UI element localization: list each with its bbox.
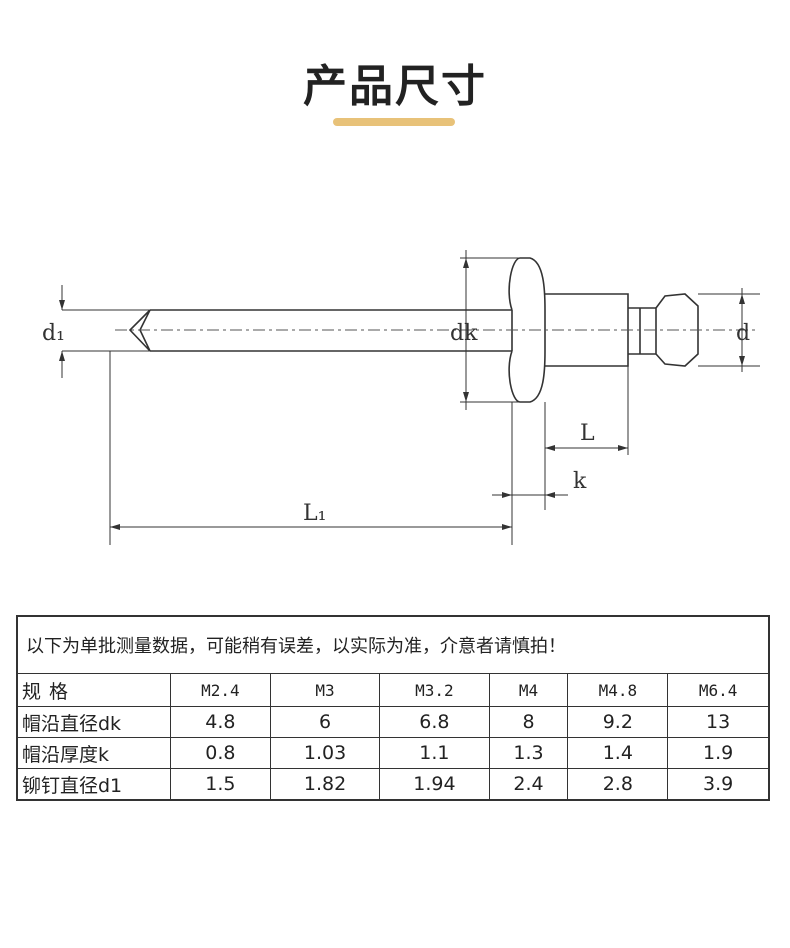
value-cell: 1.1 [379,737,490,769]
value-cell: 1.9 [667,737,770,769]
title-underline [333,118,455,126]
value-cell: 6.8 [379,706,490,738]
value-cell: 1.5 [170,768,271,801]
row-label: 帽沿直径dk [16,706,171,738]
value-cell: 8 [488,706,569,738]
table-row: 铆钉直径d1 1.5 1.82 1.94 2.4 2.8 3.9 [16,768,770,801]
value-cell: 13 [667,706,770,738]
value-cell: 3.9 [667,768,770,801]
table-row: 帽沿厚度k 0.8 1.03 1.1 1.3 1.4 1.9 [16,737,770,769]
size-cell: M2.4 [170,673,271,707]
row-label: 帽沿厚度k [16,737,171,769]
value-cell: 2.8 [567,768,669,801]
value-cell: 0.8 [170,737,271,769]
value-cell: 1.94 [379,768,490,801]
value-cell: 1.03 [269,737,381,769]
value-cell: 1.4 [567,737,669,769]
table-note: 以下为单批测量数据，可能稍有误差，以实际为准，介意者请慎拍！ [16,615,770,674]
size-cell: M3.2 [379,673,490,707]
header-label: 规格 [16,673,171,707]
mandrel-shaft [150,309,512,352]
value-cell: 9.2 [567,706,669,738]
size-cell: M6.4 [667,673,770,707]
label-dk: dk [450,321,478,346]
row-label: 铆钉直径d1 [16,768,171,801]
value-cell: 1.3 [488,737,569,769]
page-title: 产品尺寸 [303,61,487,112]
mandrel-knob [655,293,699,367]
spec-table: 以下为单批测量数据，可能稍有误差，以实际为准，介意者请慎拍！ 规格 M2.4 M… [16,615,770,801]
size-cell: M4 [488,673,569,707]
label-d: d [736,321,750,346]
label-d1: d₁ [42,321,65,346]
table-row: 帽沿直径dk 4.8 6 6.8 8 9.2 13 [16,706,770,738]
value-cell: 2.4 [488,768,569,801]
label-k: k [573,469,587,494]
size-cell: M3 [269,673,381,707]
rivet-dimension-diagram: d₁ dk d L k L₁ [42,250,760,545]
value-cell: 1.82 [269,768,381,801]
value-cell: 4.8 [170,706,271,738]
note-row: 以下为单批测量数据，可能稍有误差，以实际为准，介意者请慎拍！ [16,615,770,674]
label-L1: L₁ [303,501,326,526]
label-L: L [580,421,595,446]
table-header-row: 规格 M2.4 M3 M3.2 M4 M4.8 M6.4 [16,673,770,707]
rivet-stem [628,307,656,355]
size-cell: M4.8 [567,673,669,707]
value-cell: 6 [269,706,381,738]
